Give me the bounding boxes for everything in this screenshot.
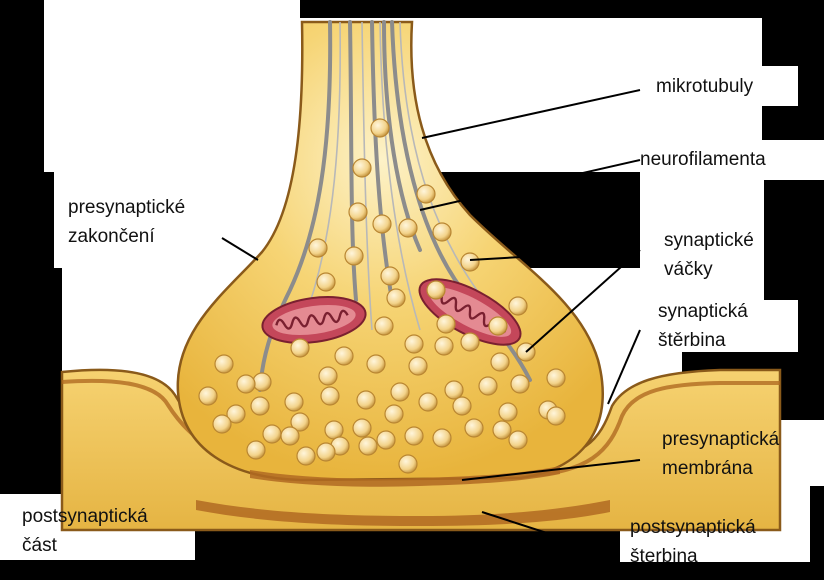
synaptic-vesicle (252, 372, 272, 392)
background-panel-top-left (44, 0, 300, 172)
synaptic-vesicle (316, 272, 336, 292)
synaptic-vesicle (344, 246, 364, 266)
synaptic-vesicle (386, 288, 406, 308)
synaptic-vesicle (290, 412, 310, 432)
synaptic-vesicle (436, 314, 456, 334)
synaptic-vesicle (452, 396, 472, 416)
synaptic-vesicle (212, 414, 232, 434)
synaptic-vesicle (214, 354, 234, 374)
synaptic-vesicle (370, 118, 390, 138)
synaptic-vesicle (284, 392, 304, 412)
synaptic-vesicle (246, 440, 266, 460)
leader-line-presynapticka-membrana (461, 459, 641, 481)
synaptic-vesicle (508, 430, 528, 450)
background-panel-left (54, 172, 300, 268)
leader-line-synapticke-vacky-2 (525, 249, 641, 353)
synaptic-vesicle (434, 336, 454, 356)
synaptic-vesicle (236, 374, 256, 394)
synaptic-vesicle (416, 184, 436, 204)
synaptic-vesicle (280, 426, 300, 446)
synaptic-vesicle (348, 202, 368, 222)
synaptic-vesicle (408, 356, 428, 376)
synaptic-vesicle (308, 238, 328, 258)
synaptic-vesicle (498, 402, 518, 422)
leader-line-synapticka-sterbina (607, 329, 641, 405)
synaptic-vesicle (320, 386, 340, 406)
synaptic-vesicle (334, 346, 354, 366)
leader-line-presynapticke-zakonceni (221, 237, 259, 261)
synaptic-vesicle (460, 332, 480, 352)
synaptic-vesicle (296, 446, 316, 466)
synaptic-vesicle (398, 454, 418, 474)
synaptic-vesicles (198, 118, 566, 474)
synaptic-vesicle (372, 214, 392, 234)
synaptic-vesicle (198, 386, 218, 406)
synaptic-vesicle (374, 316, 394, 336)
leader-line-postsynapticka-sterbina (481, 511, 619, 557)
leader-line-neurofilamenta (419, 159, 641, 211)
synaptic-vesicle (464, 418, 484, 438)
synaptic-vesicle (492, 420, 512, 440)
synaptic-vesicle (380, 266, 400, 286)
synaptic-vesicle (460, 252, 480, 272)
leader-line-synapticke-vacky-1 (469, 249, 641, 261)
mitochondrion-left (261, 296, 367, 344)
synaptic-vesicle (398, 218, 418, 238)
microtubules (258, 20, 532, 392)
label-presynapticke-zakonceni: presynaptické zakončení (68, 197, 186, 247)
synaptic-vesicle (390, 382, 410, 402)
synaptic-vesicle (324, 420, 344, 440)
synaptic-vesicle (352, 418, 372, 438)
synaptic-vesicle (404, 426, 424, 446)
leader-line-mikrotubuly (421, 89, 641, 139)
synaptic-vesicle (376, 430, 396, 450)
synaptic-vesicle (490, 352, 510, 372)
synaptic-vesicle (478, 376, 498, 396)
label-synapticka-sterbina: synaptická štěrbina (658, 301, 748, 351)
presynaptic-membrane-density (250, 466, 560, 487)
label-presynapticka-membrana: presynaptická membrána (662, 429, 780, 479)
background-panel-right (640, 140, 824, 180)
synaptic-vesicle (366, 354, 386, 374)
synaptic-vesicle (384, 404, 404, 424)
synaptic-vesicle (508, 296, 528, 316)
label-postsynapticka-sterbina: postsynaptická šterbina (630, 517, 756, 567)
synaptic-vesicle (546, 368, 566, 388)
synaptic-vesicle (546, 406, 566, 426)
leader-lines (221, 89, 641, 557)
synaptic-vesicle (418, 392, 438, 412)
label-postsynapticka-cast: postsynaptická část (22, 506, 148, 556)
background-panel-mikrotubuly (640, 66, 798, 106)
synaptic-vesicle (510, 374, 530, 394)
synaptic-vesicle (432, 428, 452, 448)
label-neurofilamenta: neurofilamenta (640, 149, 766, 170)
synaptic-vesicle (352, 158, 372, 178)
synaptic-vesicle (488, 316, 508, 336)
label-synapticke-vacky: synaptické váčky (664, 230, 754, 280)
synaptic-vesicle (250, 396, 270, 416)
synaptic-vesicle (290, 338, 310, 358)
label-mikrotubuly: mikrotubuly (656, 76, 754, 97)
synaptic-vesicle (356, 390, 376, 410)
synaptic-vesicle (262, 424, 282, 444)
synaptic-vesicle (358, 436, 378, 456)
synaptic-vesicle (226, 404, 246, 424)
synaptic-vesicle (444, 380, 464, 400)
synaptic-vesicle (316, 442, 336, 462)
synaptic-vesicle (432, 222, 452, 242)
synaptic-vesicle (318, 366, 338, 386)
synaptic-vesicle (426, 280, 446, 300)
synaptic-vesicle (404, 334, 424, 354)
